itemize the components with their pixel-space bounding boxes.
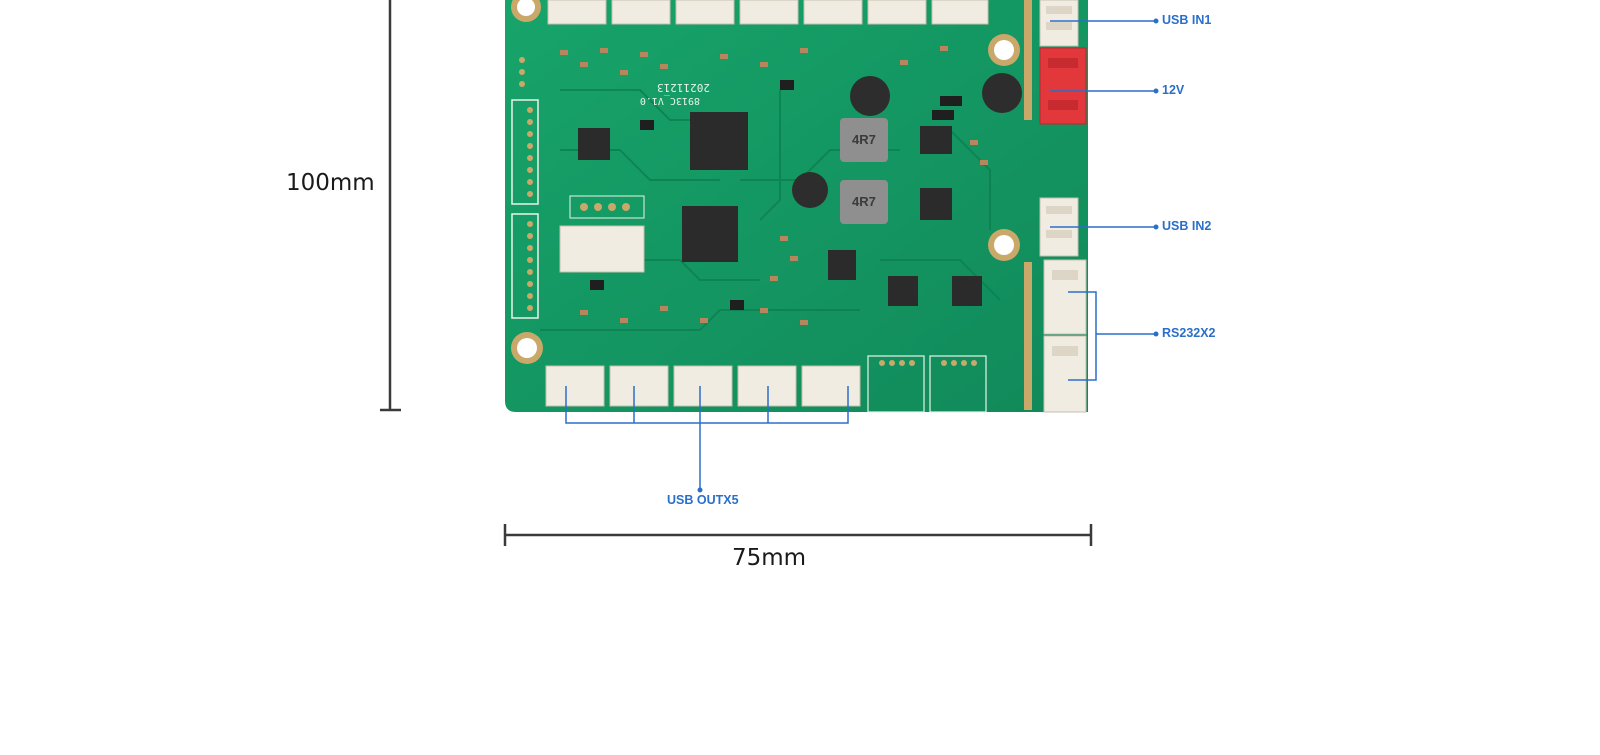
width-dimension-line	[503, 524, 1093, 546]
power-12v-connector	[1039, 47, 1087, 125]
height-dimension-line	[380, 0, 401, 412]
inductor-label-2: 4R7	[852, 194, 876, 209]
callout-usb-in2: USB IN2	[1162, 219, 1212, 233]
integrated-circuits	[578, 112, 982, 306]
inductor-label-1: 4R7	[852, 132, 876, 147]
top-connector-row	[547, 0, 989, 25]
rs232-connectors	[1043, 259, 1087, 413]
callout-usb-in1: USB IN1	[1162, 13, 1212, 27]
callout-12v: 12V	[1162, 83, 1185, 97]
mounting-holes	[511, 0, 1020, 364]
width-dimension-label: 75mm	[732, 545, 807, 571]
left-pin-headers	[511, 57, 539, 319]
usb-out-connectors	[545, 365, 861, 407]
inductors	[840, 118, 888, 224]
height-dimension-label: 100mm	[286, 170, 375, 196]
callout-rs232: RS232X2	[1162, 326, 1216, 340]
pcb-board	[505, 0, 1088, 413]
internal-connector	[559, 225, 645, 273]
capacitors	[792, 73, 1022, 208]
board-date-code: 20211213	[657, 81, 710, 94]
usb-in1-connector	[1039, 0, 1079, 47]
callout-leader-lines	[565, 20, 1155, 490]
board-version: 8913C_V1.0	[640, 95, 700, 106]
callout-usb-out: USB OUTX5	[667, 493, 739, 507]
